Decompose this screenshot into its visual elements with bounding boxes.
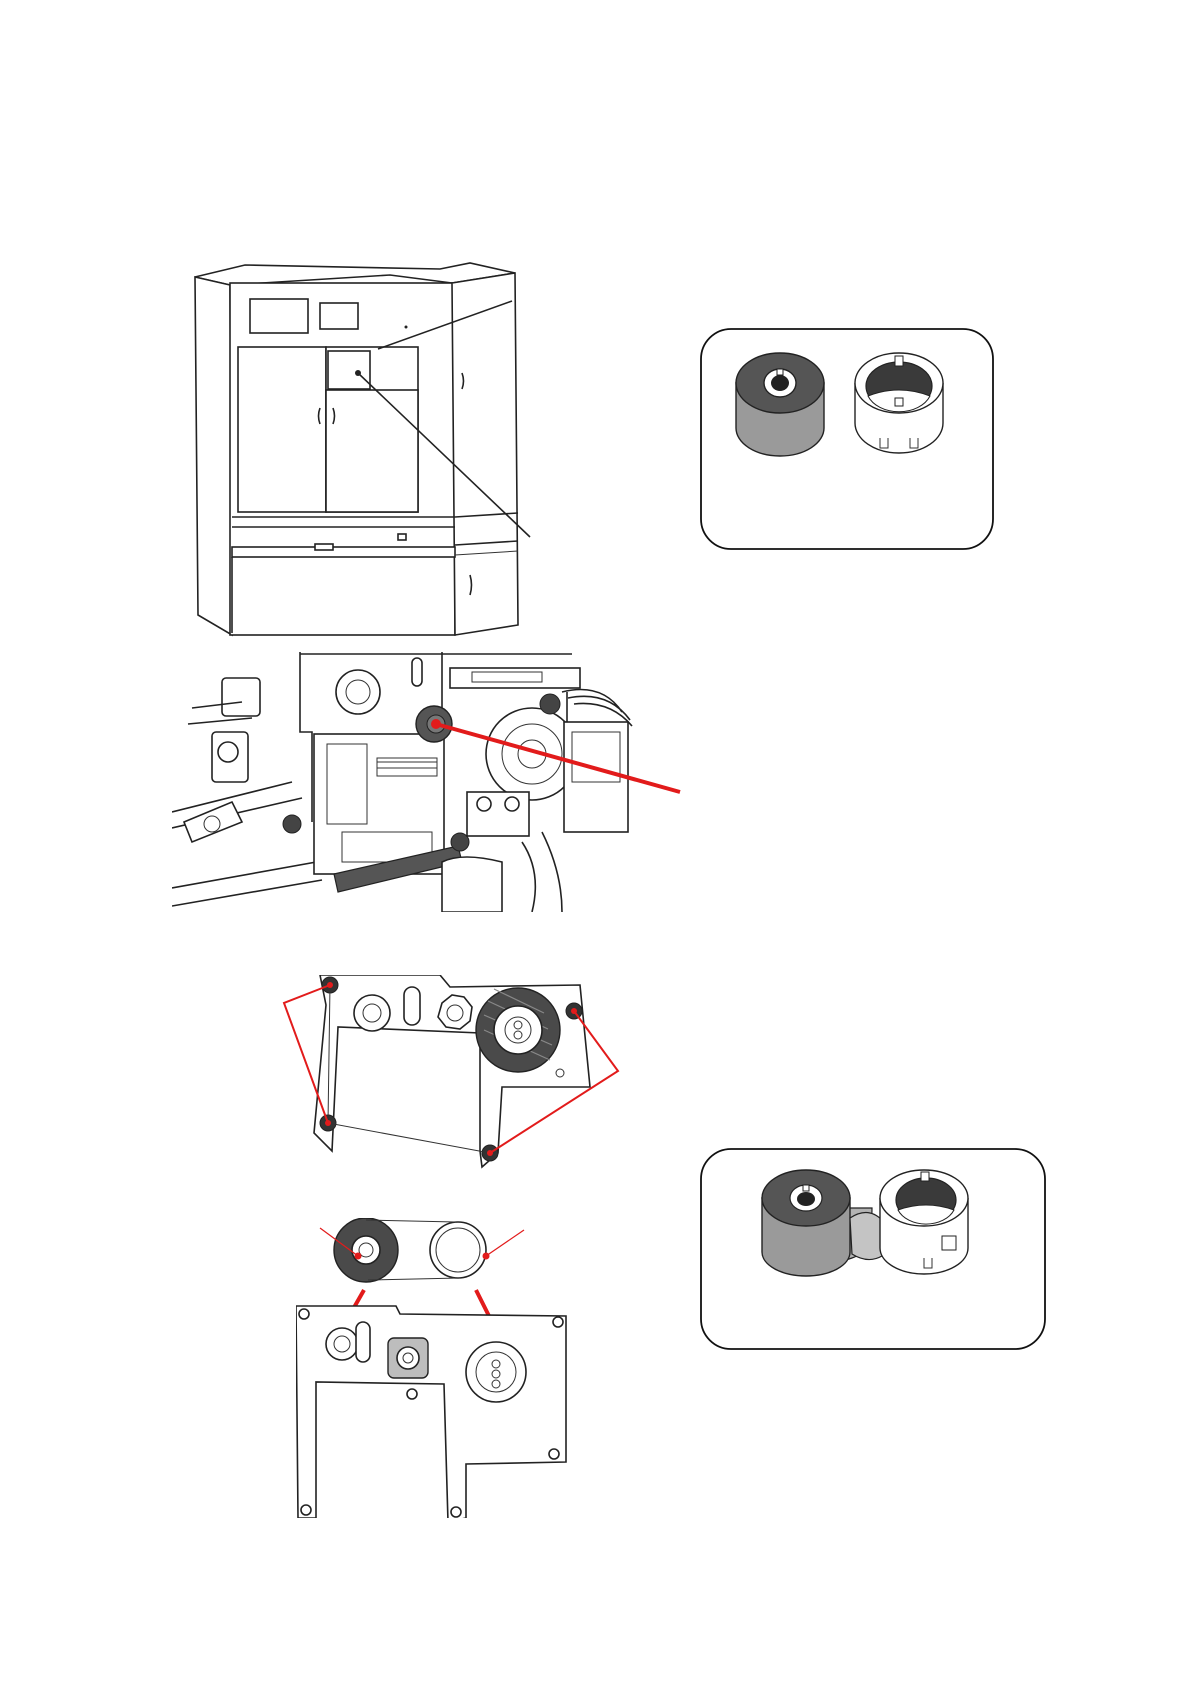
ribbon-install-plate-icon [296, 1218, 616, 1518]
printer-ribbon-mechanism-icon [172, 652, 682, 912]
ribbon-install-figure [296, 1218, 616, 1518]
ribbon-mechanism-figure [172, 652, 682, 912]
ribbon-rolls-callout [700, 328, 1000, 552]
printer-cabinet-icon [170, 255, 650, 655]
ribbon-threaded-callout [700, 1148, 1048, 1352]
ribbon-path-plate-icon [270, 975, 640, 1195]
ribbon-path-figure [270, 975, 640, 1195]
printer-cabinet-figure [170, 255, 650, 655]
ribbon-threaded-roll-icon [700, 1148, 1048, 1352]
ribbon-roll-and-core-icon [700, 328, 1000, 552]
